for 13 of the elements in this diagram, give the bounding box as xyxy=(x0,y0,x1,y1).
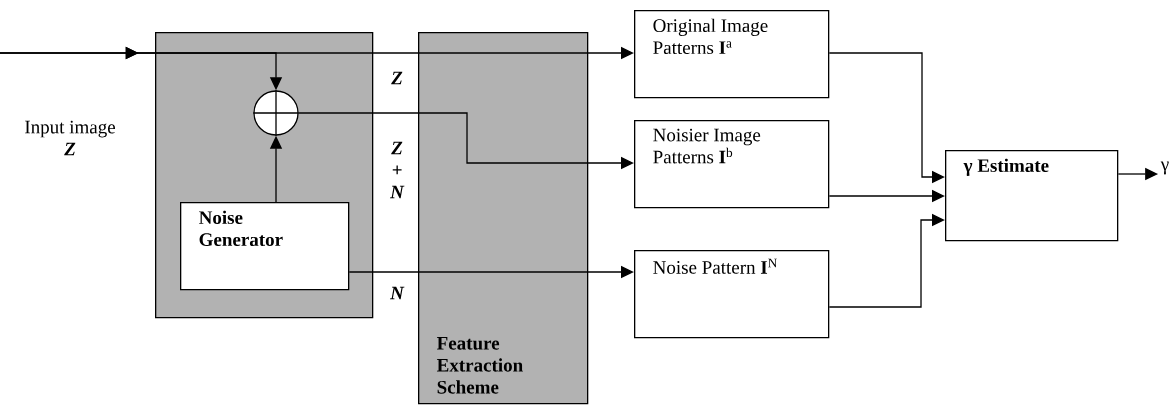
estimate-box: γ Estimate xyxy=(945,150,1119,242)
input-label: Input image Z xyxy=(25,120,115,156)
edge-label: Z xyxy=(391,71,403,85)
process-box: Original Image Patterns I$^{a}$ xyxy=(634,10,830,99)
adder-circle xyxy=(252,89,300,137)
feature-extraction-block: Feature Extraction Scheme xyxy=(418,32,589,405)
process-box: Noisier Image Patterns I$^{b}$ xyxy=(634,120,830,209)
process-box: Noise Generator xyxy=(180,202,350,291)
output-label: γ xyxy=(1160,161,1169,175)
edge-label: N xyxy=(389,286,405,300)
edge-label: Z + N xyxy=(389,141,405,199)
arrow xyxy=(828,213,945,308)
process-box: Noise Pattern I$^{N}$ xyxy=(634,250,830,339)
